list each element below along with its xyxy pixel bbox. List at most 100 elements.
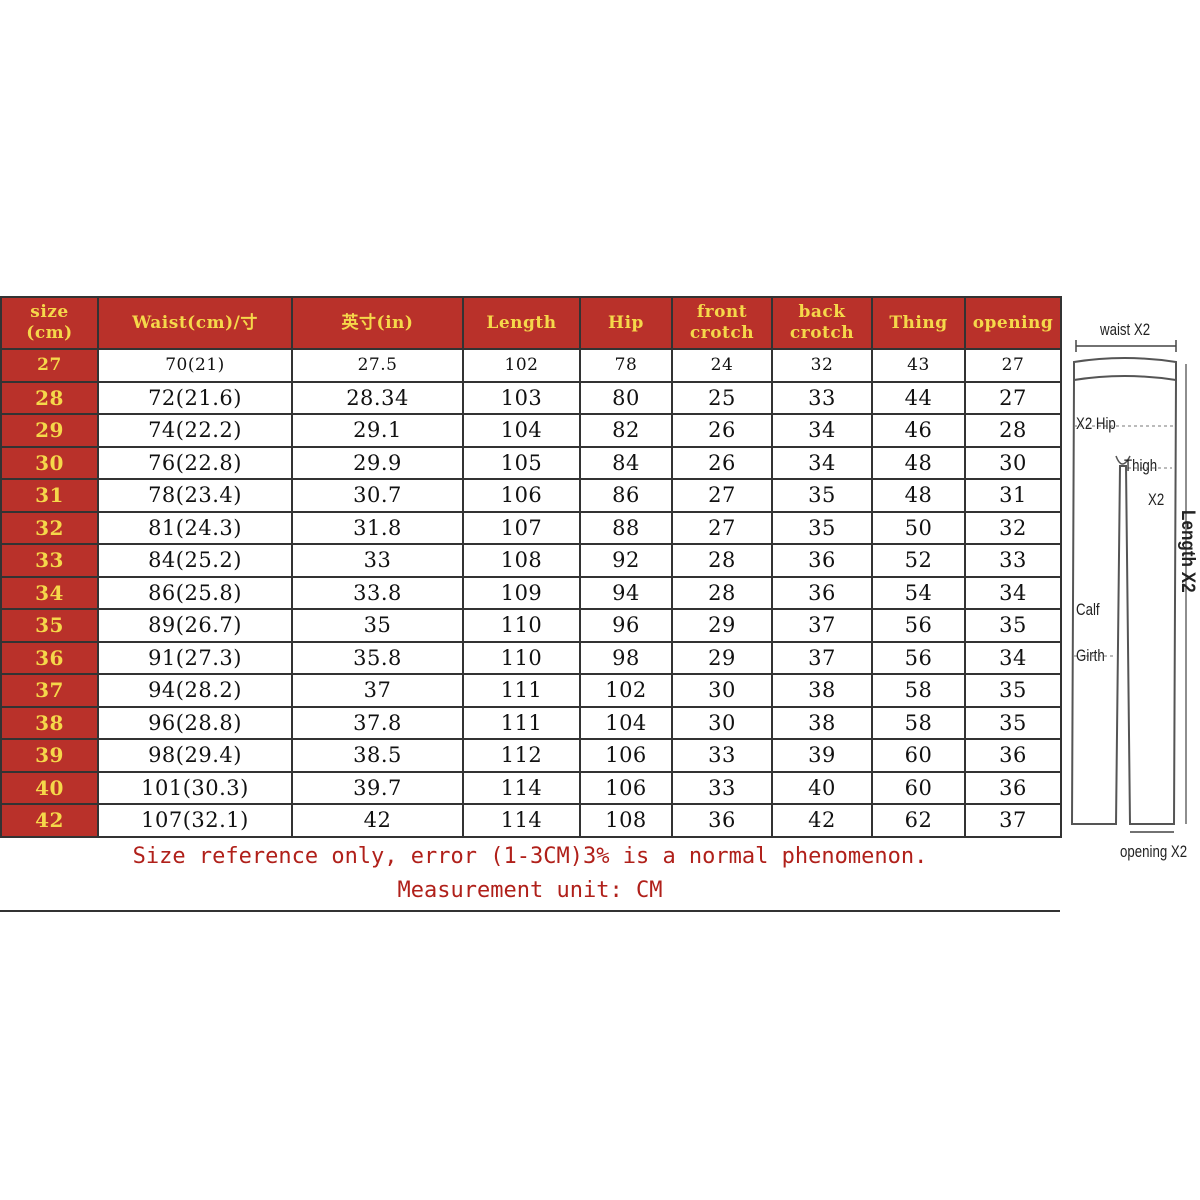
table-cell: 29 bbox=[671, 640, 773, 675]
table-cell: 44 bbox=[871, 380, 966, 415]
size-cell: 34 bbox=[0, 575, 99, 610]
opening-label: opening X2 bbox=[1120, 842, 1188, 861]
table-cell: 96(28.8) bbox=[97, 705, 293, 740]
table-cell: 60 bbox=[871, 738, 966, 773]
size-cell: 37 bbox=[0, 673, 99, 708]
table-cell: 81(24.3) bbox=[97, 510, 293, 545]
column-header: 英寸(in) bbox=[291, 296, 464, 350]
table-cell: 35 bbox=[771, 478, 873, 513]
table-cell: 33 bbox=[964, 543, 1062, 578]
table-cell: 36 bbox=[671, 803, 773, 838]
table-cell: 36 bbox=[771, 543, 873, 578]
table-cell: 110 bbox=[462, 640, 581, 675]
column-header-text: (cm) bbox=[26, 323, 73, 343]
size-cell: 35 bbox=[0, 608, 99, 643]
table-cell: 56 bbox=[871, 608, 966, 643]
column-header-text: Length bbox=[486, 312, 557, 333]
table-cell: 48 bbox=[871, 478, 966, 513]
table-cell: 27 bbox=[964, 348, 1062, 383]
table-cell: 84(25.2) bbox=[97, 543, 293, 578]
table-cell: 38 bbox=[771, 673, 873, 708]
table-cell: 60 bbox=[871, 770, 966, 805]
table-cell: 28 bbox=[671, 575, 773, 610]
table-cell: 106 bbox=[579, 738, 673, 773]
table-cell: 89(26.7) bbox=[97, 608, 293, 643]
table-cell: 58 bbox=[871, 705, 966, 740]
column-header: size(cm) bbox=[0, 296, 99, 350]
note-line-2: Measurement unit: CM bbox=[397, 877, 663, 903]
table-cell: 37 bbox=[771, 608, 873, 643]
table-cell: 110 bbox=[462, 608, 581, 643]
table-cell: 70(21) bbox=[97, 348, 293, 383]
column-header-text: crotch bbox=[689, 323, 755, 343]
table-cell: 34 bbox=[964, 575, 1062, 610]
column-header-text: Waist(cm)/寸 bbox=[132, 312, 258, 333]
table-cell: 91(27.3) bbox=[97, 640, 293, 675]
size-cell: 31 bbox=[0, 478, 99, 513]
girth-label: Girth bbox=[1076, 646, 1105, 665]
table-cell: 109 bbox=[462, 575, 581, 610]
table-cell: 35 bbox=[291, 608, 464, 643]
column-header-text: Hip bbox=[608, 312, 644, 333]
table-cell: 36 bbox=[964, 738, 1062, 773]
table-cell: 27 bbox=[964, 380, 1062, 415]
table-cell: 84 bbox=[579, 445, 673, 480]
size-cell: 42 bbox=[0, 803, 99, 838]
hip-label: X2 Hip bbox=[1076, 414, 1116, 433]
size-cell: 38 bbox=[0, 705, 99, 740]
size-cell: 40 bbox=[0, 770, 99, 805]
table-cell: 28 bbox=[964, 413, 1062, 448]
table-cell: 33 bbox=[671, 738, 773, 773]
table-cell: 26 bbox=[671, 445, 773, 480]
table-cell: 101(30.3) bbox=[97, 770, 293, 805]
waist-label: waist X2 bbox=[1100, 320, 1151, 339]
table-cell: 36 bbox=[964, 770, 1062, 805]
table-cell: 46 bbox=[871, 413, 966, 448]
table-cell: 30 bbox=[671, 673, 773, 708]
table-cell: 102 bbox=[579, 673, 673, 708]
table-cell: 37 bbox=[964, 803, 1062, 838]
column-header-text: size bbox=[30, 302, 69, 322]
table-cell: 42 bbox=[291, 803, 464, 838]
table-cell: 108 bbox=[579, 803, 673, 838]
table-cell: 34 bbox=[771, 445, 873, 480]
size-cell: 28 bbox=[0, 380, 99, 415]
table-cell: 76(22.8) bbox=[97, 445, 293, 480]
table-cell: 33 bbox=[291, 543, 464, 578]
table-cell: 106 bbox=[462, 478, 581, 513]
table-cell: 62 bbox=[871, 803, 966, 838]
column-header: Length bbox=[462, 296, 581, 350]
table-cell: 32 bbox=[771, 348, 873, 383]
table-cell: 96 bbox=[579, 608, 673, 643]
table-cell: 35 bbox=[771, 510, 873, 545]
table-cell: 104 bbox=[579, 705, 673, 740]
table-cell: 37.8 bbox=[291, 705, 464, 740]
table-cell: 34 bbox=[964, 640, 1062, 675]
table-cell: 31 bbox=[964, 478, 1062, 513]
table-cell: 88 bbox=[579, 510, 673, 545]
table-cell: 25 bbox=[671, 380, 773, 415]
table-cell: 42 bbox=[771, 803, 873, 838]
table-cell: 82 bbox=[579, 413, 673, 448]
column-header-text: 英寸(in) bbox=[341, 312, 414, 333]
table-cell: 56 bbox=[871, 640, 966, 675]
size-note: Size reference only, error (1-3CM)3% is … bbox=[0, 838, 1060, 912]
table-cell: 98(29.4) bbox=[97, 738, 293, 773]
table-cell: 50 bbox=[871, 510, 966, 545]
table-cell: 94(28.2) bbox=[97, 673, 293, 708]
table-cell: 107 bbox=[462, 510, 581, 545]
table-cell: 31.8 bbox=[291, 510, 464, 545]
pants-measurement-diagram: waist X2 X2 Hip Thigh X2 Length X2 Calf … bbox=[1064, 296, 1200, 876]
pants-outline-illustration bbox=[1070, 340, 1187, 833]
